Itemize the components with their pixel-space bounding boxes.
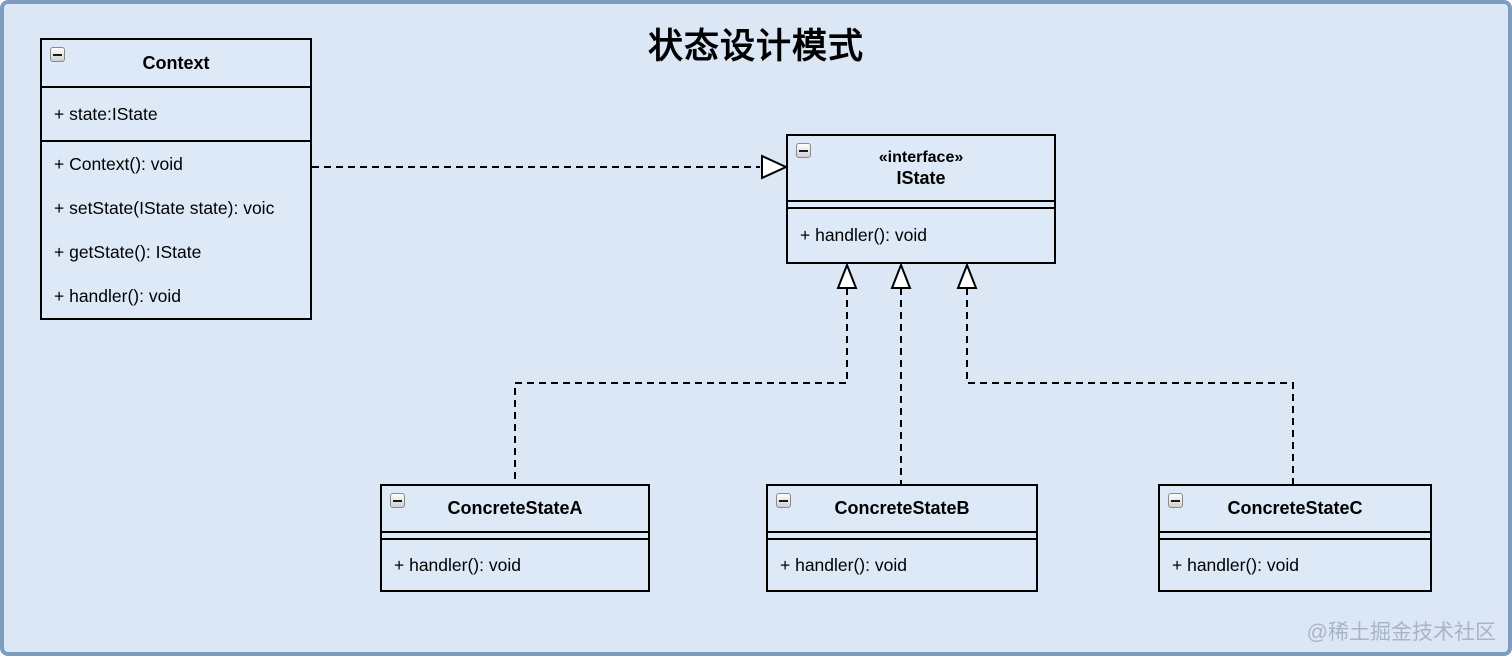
watermark: @稀土掘金技术社区 <box>1306 621 1496 644</box>
concretestateb-methods: + handler(): void <box>768 540 1036 590</box>
realization-line-statea-istate <box>514 288 848 484</box>
method-row: + handler(): void <box>394 554 521 575</box>
method-row: + getState(): IState <box>54 241 202 262</box>
collapse-minus-icon <box>796 143 811 158</box>
collapse-minus-icon <box>50 47 65 62</box>
method-row: + Context(): void <box>54 153 183 174</box>
diagram-title: 状态设计模式 <box>647 27 864 66</box>
hollow-triangle-arrowhead-up-a <box>836 262 858 289</box>
istate-header: «interface» IState <box>788 136 1054 202</box>
realization-line-statec-istate <box>966 288 1294 484</box>
class-name: ConcreteStateA <box>447 498 583 518</box>
attribute-row: + state:IState <box>54 103 158 124</box>
context-attributes: + state:IState <box>42 88 310 142</box>
class-name: ConcreteStateC <box>1227 498 1363 518</box>
minus-glyph <box>393 499 402 502</box>
empty-attributes-compartment <box>788 202 1054 209</box>
method-row: + handler(): void <box>54 285 181 306</box>
concretestatea-methods: + handler(): void <box>382 540 648 590</box>
minus-glyph <box>53 53 62 56</box>
hollow-triangle-arrowhead-right <box>761 154 789 180</box>
concretestatea-header: ConcreteStateA <box>382 486 648 533</box>
class-name: ConcreteStateB <box>834 498 970 518</box>
istate-methods: + handler(): void <box>788 209 1054 262</box>
collapse-minus-icon <box>776 493 791 508</box>
class-name: Context <box>142 52 210 73</box>
empty-attributes-compartment <box>1160 533 1430 540</box>
minus-glyph <box>779 499 788 502</box>
interface-stereotype: «interface» <box>878 148 964 166</box>
minus-glyph <box>1171 499 1180 502</box>
collapse-minus-icon <box>390 493 405 508</box>
method-row: + handler(): void <box>1172 554 1299 575</box>
method-row: + handler(): void <box>780 554 907 575</box>
concretestatec-class-box: ConcreteStateC + handler(): void <box>1158 484 1432 592</box>
minus-glyph <box>799 149 808 152</box>
concretestatea-class-box: ConcreteStateA + handler(): void <box>380 484 650 592</box>
collapse-minus-icon <box>1168 493 1183 508</box>
method-row: + handler(): void <box>800 225 927 245</box>
concretestateb-header: ConcreteStateB <box>768 486 1036 533</box>
hollow-triangle-arrowhead-up-c <box>956 262 978 289</box>
concretestatec-methods: + handler(): void <box>1160 540 1430 590</box>
context-class-box: Context + state:IState + Context(): void… <box>40 38 312 320</box>
context-methods: + Context(): void + setState(IState stat… <box>42 142 310 318</box>
empty-attributes-compartment <box>382 533 648 540</box>
concretestatec-header: ConcreteStateC <box>1160 486 1430 533</box>
class-name: IState <box>896 168 946 189</box>
istate-interface-box: «interface» IState + handler(): void <box>786 134 1056 264</box>
context-header: Context <box>42 40 310 88</box>
empty-attributes-compartment <box>768 533 1036 540</box>
concretestateb-class-box: ConcreteStateB + handler(): void <box>766 484 1038 592</box>
hollow-triangle-arrowhead-up-b <box>890 262 912 289</box>
method-row: + setState(IState state): voic <box>54 197 275 218</box>
